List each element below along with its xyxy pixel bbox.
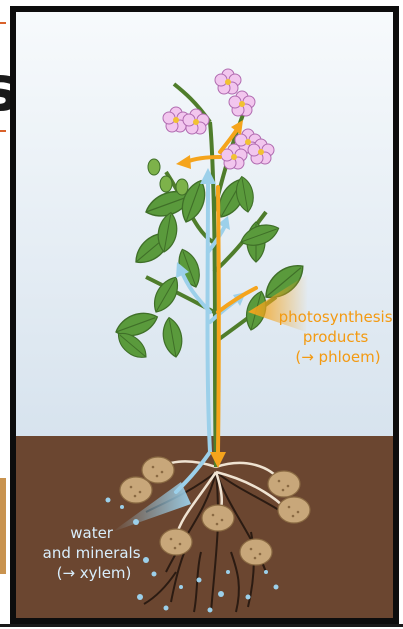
tuber <box>278 497 310 523</box>
potato-plant-diagram: photosynthesis products (→ phloem) water… <box>16 12 393 618</box>
bottom-rule <box>0 624 403 627</box>
sky-background <box>16 12 393 436</box>
orange-tick-bottom <box>0 130 6 132</box>
diagram-frame: photosynthesis products (→ phloem) water… <box>10 6 399 624</box>
tuber <box>240 539 272 565</box>
tuber <box>120 477 152 503</box>
tuber <box>160 529 192 555</box>
tuber <box>268 471 300 497</box>
orange-tick-top <box>0 22 6 24</box>
tuber <box>202 505 234 531</box>
tan-side-block <box>0 478 6 574</box>
tuber <box>142 457 174 483</box>
